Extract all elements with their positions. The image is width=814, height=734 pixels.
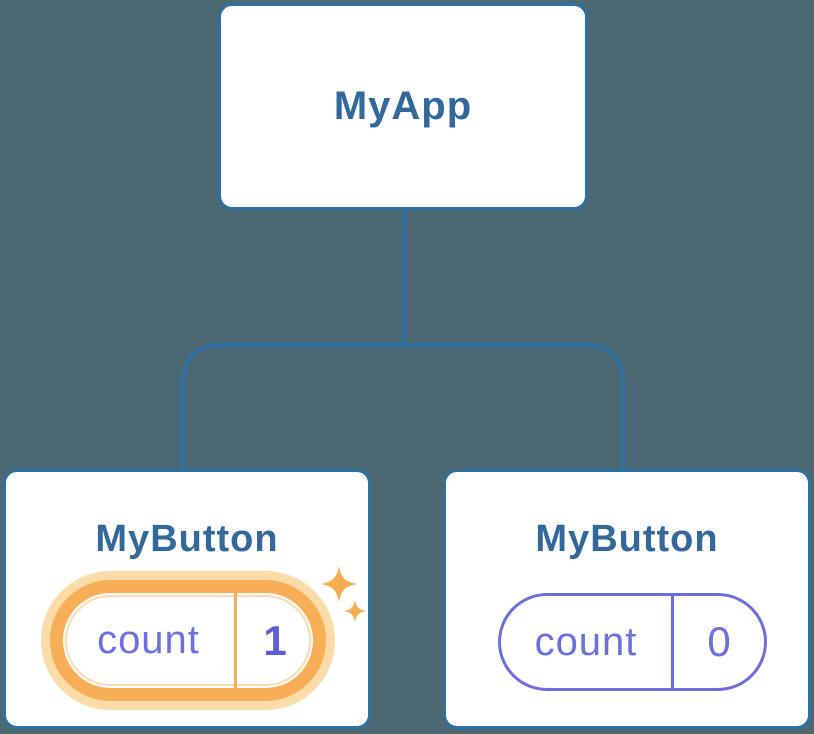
state-pill-divider	[671, 596, 674, 688]
connector-bracket	[181, 343, 625, 471]
node-card-myapp: MyApp	[218, 3, 588, 210]
node-card-mybutton-idle: MyButton count 0	[443, 469, 811, 729]
state-pill-count-idle: count 0	[498, 593, 767, 691]
state-value: 0	[707, 618, 731, 665]
state-pill-count-highlighted: count 1	[50, 580, 326, 701]
node-card-mybutton-active: MyButton count 1	[3, 469, 371, 729]
node-label-myapp: MyApp	[333, 84, 473, 128]
state-key-label: count	[534, 619, 638, 664]
state-pill-divider	[234, 593, 237, 688]
sparkle-small	[343, 599, 367, 623]
node-label-mybutton-active: MyButton	[95, 518, 279, 560]
state-key-label: count	[97, 618, 200, 662]
sparkle-large	[320, 565, 358, 603]
state-value: 1	[263, 616, 287, 664]
node-label-mybutton-idle: MyButton	[535, 518, 719, 560]
